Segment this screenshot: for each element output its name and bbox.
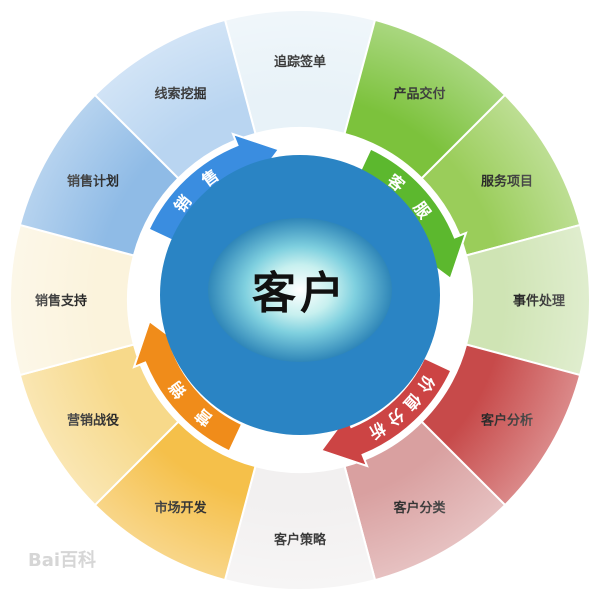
center-label: 客户: [252, 268, 348, 319]
arc-arrow-3: [319, 356, 453, 468]
center-glow: [208, 218, 392, 362]
center-hub: 客户: [160, 155, 440, 435]
watermark: Bai百科: [28, 549, 96, 571]
arc-arrow-4: [132, 319, 244, 453]
watermark-text: Bai百科: [28, 549, 96, 571]
